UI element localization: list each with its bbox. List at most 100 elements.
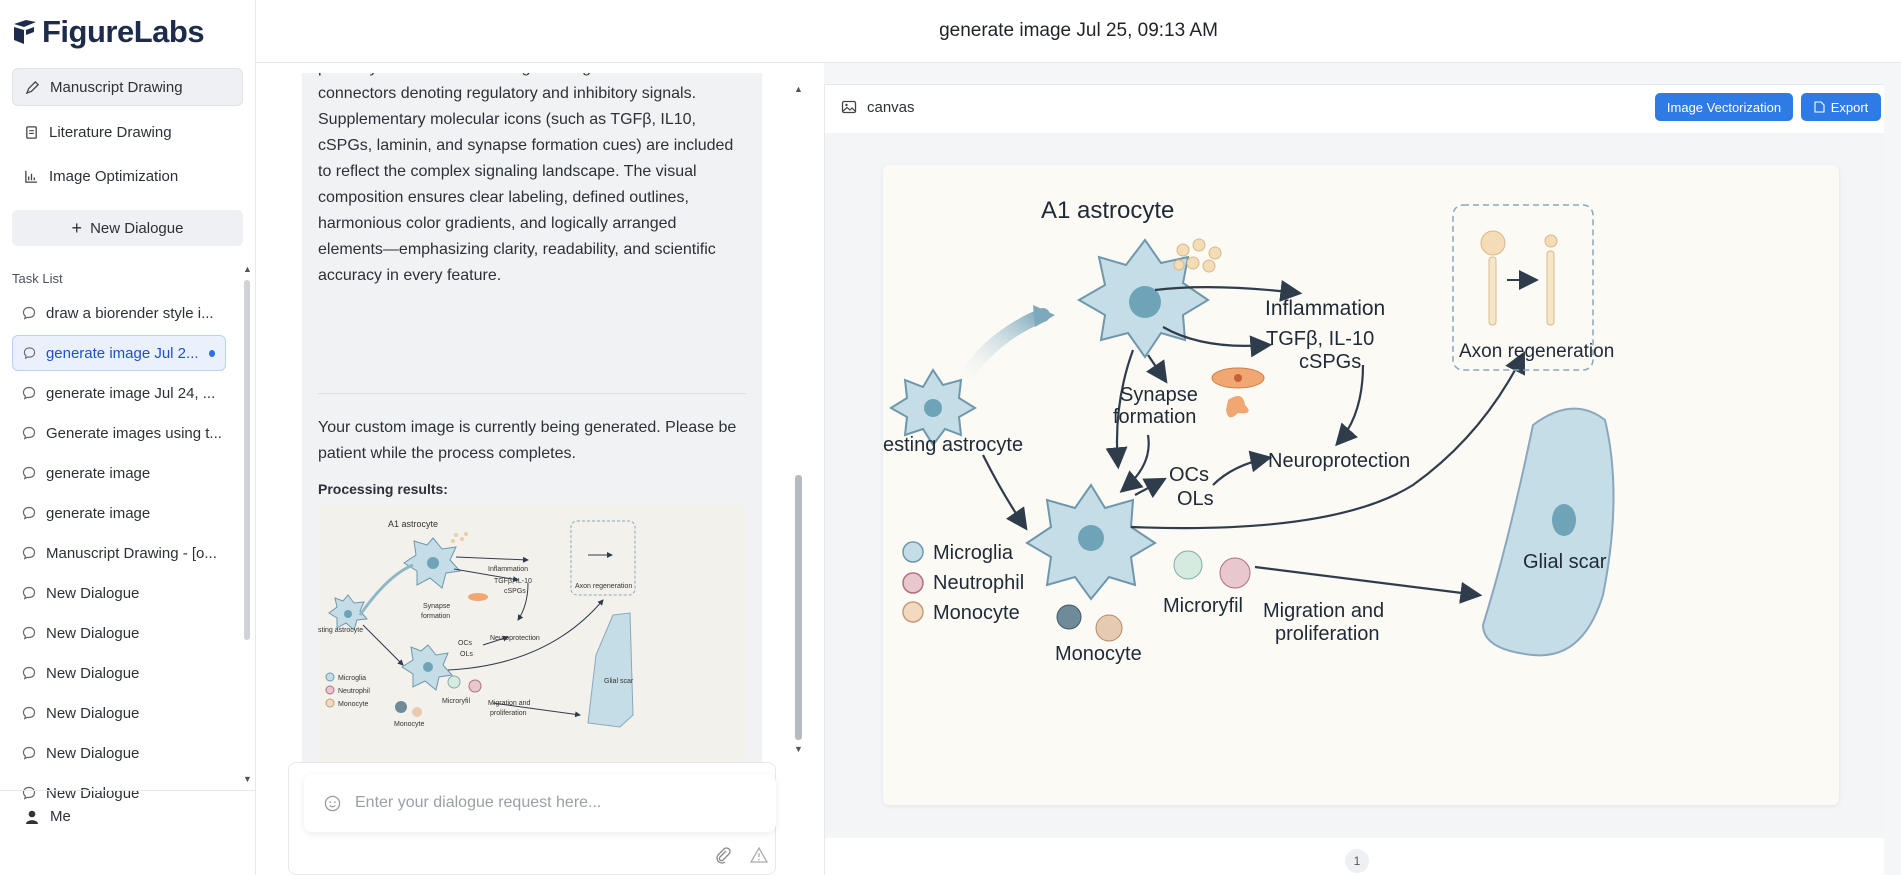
warning-icon[interactable]	[750, 846, 768, 864]
migration-label: Migration and	[1263, 600, 1384, 622]
task-list-item[interactable]: generate image Jul 2...	[12, 335, 226, 371]
page-number-badge[interactable]: 1	[1345, 849, 1369, 873]
thumb-proliferation-label: proliferation	[490, 710, 527, 717]
nav-label: Image Optimization	[49, 167, 179, 185]
task-list-item[interactable]: New Dialogue	[12, 575, 226, 611]
task-label: generate image	[46, 464, 151, 482]
task-label: generate image Jul 2...	[45, 344, 199, 362]
chat-bubble-icon	[22, 786, 36, 800]
canvas-label: canvas	[867, 98, 915, 116]
pen-icon	[25, 80, 40, 94]
paperclip-icon[interactable]	[714, 846, 732, 864]
task-label: generate image Jul 24, ...	[46, 384, 216, 402]
document-icon	[26, 125, 37, 139]
monocyte-cell-label: Monocyte	[1055, 643, 1142, 665]
user-name: Me	[50, 808, 71, 825]
new-dialogue-label: New Dialogue	[90, 219, 184, 237]
task-list-item[interactable]: generate image	[12, 455, 226, 491]
task-label: Generate images using t...	[46, 424, 222, 442]
scroll-up-arrow-icon[interactable]: ▲	[243, 264, 252, 274]
thumb-tgf-label: TGFβ, IL-10	[494, 578, 532, 585]
assistant-message: pathways are visualized using well-organ…	[302, 73, 762, 793]
task-list-item[interactable]: generate image Jul 24, ...	[12, 375, 226, 411]
task-list-title: Task List	[12, 271, 63, 286]
chat-bubble-icon	[22, 506, 36, 520]
inflammation-label: Inflammation	[1265, 297, 1385, 320]
nav-label: Literature Drawing	[49, 123, 172, 141]
dialogue-input[interactable]	[353, 793, 733, 813]
task-list-item[interactable]: draw a biorender style i...	[12, 295, 226, 331]
logo[interactable]: FigureLabs	[12, 14, 205, 50]
task-label: draw a biorender style i...	[46, 304, 214, 322]
proliferation-label: proliferation	[1275, 623, 1380, 645]
thumb-monocyte2-label: Monocyte	[394, 721, 424, 728]
file-icon	[1814, 101, 1825, 113]
active-dot-icon	[208, 349, 215, 357]
oligodendrocyte-icon	[1211, 367, 1265, 418]
message-input-container[interactable]	[304, 774, 776, 832]
divider	[318, 393, 746, 394]
thumb-glial-label: Glial scar	[604, 678, 634, 685]
logo-icon	[14, 20, 36, 44]
sidebar-scrollbar[interactable]	[244, 280, 250, 640]
image-vectorization-button[interactable]: Image Vectorization	[1655, 93, 1793, 121]
task-list-item[interactable]: generate image	[12, 495, 226, 531]
task-list-item[interactable]: Manuscript Drawing - [o...	[12, 535, 226, 571]
task-label: New Dialogue	[46, 784, 140, 802]
processing-results-label: Processing results:	[318, 481, 448, 497]
task-list-item[interactable]: New Dialogue	[12, 775, 226, 811]
emoji-icon[interactable]	[324, 795, 341, 812]
message-paragraph: pathways are visualized using well-organ…	[318, 73, 734, 284]
plus-icon: +	[71, 217, 83, 238]
chat-messages: pathways are visualized using well-organ…	[302, 73, 762, 793]
neutrophil-legend-swatch	[902, 572, 924, 594]
task-list-item[interactable]: New Dialogue	[12, 735, 226, 771]
ocs-label: OCs	[1169, 464, 1209, 486]
chat-bubble-icon	[22, 386, 36, 400]
image-vectorization-label: Image Vectorization	[1666, 99, 1782, 115]
a1-astrocyte-label: A1 astrocyte	[1041, 197, 1174, 224]
task-list-item[interactable]: New Dialogue	[12, 695, 226, 731]
chat-bubble-icon	[22, 666, 36, 680]
scroll-down-arrow-icon[interactable]: ▼	[243, 774, 252, 784]
thumb-microryfil-label: Microryfil	[442, 698, 470, 705]
task-list-item[interactable]: New Dialogue	[12, 615, 226, 651]
thumbnail-figure: A1 astrocyte Inflammation TGFβ, IL-10 cS…	[318, 519, 636, 728]
task-list-item[interactable]: New Dialogue	[12, 655, 226, 691]
new-dialogue-button[interactable]: + New Dialogue	[12, 210, 243, 246]
microglia-legend-swatch	[902, 541, 924, 563]
microryfil-label: Microryfil	[1163, 595, 1243, 617]
microglia-label: Microglia	[933, 542, 1014, 564]
reactive-astrocyte-cell	[1025, 483, 1157, 601]
thumb-cspgs-label: cSPGs	[504, 588, 526, 595]
result-thumbnail[interactable]: A1 astrocyte Inflammation TGFβ, IL-10 cS…	[318, 505, 746, 793]
chat-scroll-down-icon[interactable]: ▼	[794, 744, 803, 754]
chat-scrollbar[interactable]	[795, 475, 802, 740]
monocyte-cell-light	[1095, 614, 1123, 642]
canvas-area[interactable]: A1 astrocyte Inflammation TGFβ, IL-10 cS…	[825, 133, 1885, 838]
nav-literature-drawing[interactable]: Literature Drawing	[12, 113, 243, 151]
tgf-label: TGFβ, IL-10	[1266, 328, 1374, 350]
generated-figure[interactable]: A1 astrocyte Inflammation TGFβ, IL-10 cS…	[883, 165, 1839, 805]
a1-astrocyte-cell	[1076, 238, 1210, 359]
task-list-item[interactable]: Generate images using t...	[12, 415, 226, 451]
chat-bubble-icon	[22, 586, 36, 600]
thumb-inflammation-label: Inflammation	[488, 566, 528, 573]
nav-image-optimization[interactable]: Image Optimization	[12, 157, 243, 195]
thumb-ols-label: OLs	[460, 651, 473, 658]
chat-scroll-up-icon[interactable]: ▲	[794, 84, 803, 94]
thumb-a1-label: A1 astrocyte	[388, 519, 438, 529]
logo-text: FigureLabs	[42, 14, 205, 49]
thumb-axon-label: Axon regeneration	[575, 583, 632, 590]
monocyte-label: Monocyte	[933, 602, 1020, 624]
thumb-synapse-label: Synapse	[423, 603, 450, 610]
export-button[interactable]: Export	[1801, 93, 1881, 121]
nav-manuscript-drawing[interactable]: Manuscript Drawing	[12, 68, 243, 106]
chat-bubble-icon	[22, 626, 36, 640]
task-label: New Dialogue	[46, 744, 140, 762]
axon-regeneration-box	[1452, 204, 1594, 371]
user-profile[interactable]: Me	[24, 808, 71, 825]
chat-bubble-icon	[22, 426, 36, 440]
chat-panel: pathways are visualized using well-organ…	[256, 63, 824, 875]
resting-astrocyte-cell	[889, 368, 977, 447]
